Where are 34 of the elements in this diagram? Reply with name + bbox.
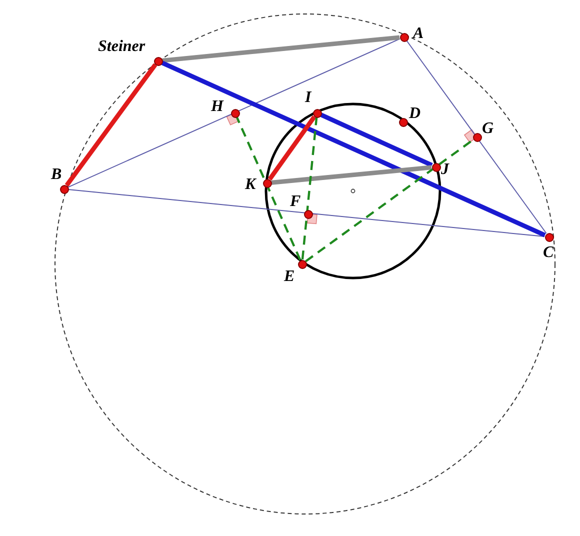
- point-label: E: [284, 269, 295, 285]
- point-label: C: [543, 245, 554, 261]
- point-label: I: [305, 90, 312, 106]
- point-dot: [262, 178, 272, 188]
- line-segment: [162, 35, 400, 63]
- point-dot: [154, 56, 162, 66]
- point-dot: [312, 108, 322, 118]
- line-segment: [68, 38, 400, 188]
- point-dot: [398, 118, 408, 126]
- point-dot: [304, 210, 312, 218]
- point-label: J: [441, 162, 449, 178]
- line-segment: [68, 188, 546, 238]
- point-dot: [230, 108, 240, 118]
- point-label: B: [51, 167, 62, 183]
- point-label: H: [211, 99, 224, 115]
- line-segment: [268, 115, 316, 181]
- point-label: D: [409, 106, 421, 122]
- dashed-line: [236, 116, 302, 260]
- line-segment: [406, 40, 547, 234]
- point-label: F: [290, 194, 301, 210]
- point-label: G: [482, 121, 494, 137]
- line-segment: [271, 165, 432, 185]
- point-dot: [60, 184, 68, 194]
- dashed-line: [301, 117, 318, 260]
- point-label: K: [245, 177, 256, 193]
- point-dot: [544, 232, 554, 242]
- line-segment: [64, 63, 158, 187]
- point-label: A: [413, 26, 424, 42]
- line-segment: [161, 60, 546, 238]
- point-dot: [298, 260, 306, 268]
- point-dot: [400, 32, 408, 42]
- point-label: Steiner: [98, 39, 146, 55]
- line-segment: [320, 112, 433, 168]
- dashed-line: [305, 138, 474, 262]
